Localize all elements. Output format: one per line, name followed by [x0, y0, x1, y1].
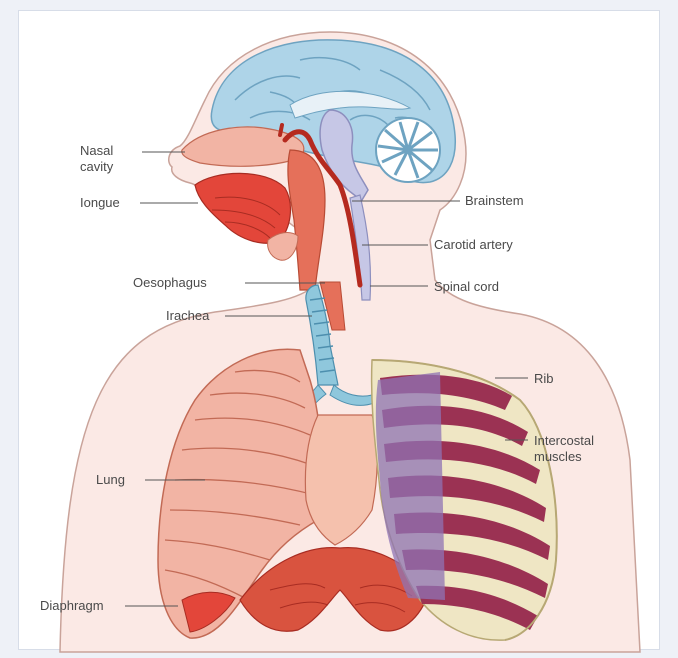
label-oesophagus: Oesophagus — [133, 275, 207, 291]
label-carotid-artery: Carotid artery — [434, 237, 513, 253]
label-nasal-cavity: Nasal cavity — [80, 143, 113, 175]
label-tongue: Iongue — [80, 195, 120, 211]
label-rib: Rib — [534, 371, 554, 387]
label-brainstem: Brainstem — [465, 193, 524, 209]
label-lung: Lung — [96, 472, 125, 488]
head-airways — [182, 127, 325, 290]
label-spinal-cord: Spinal cord — [434, 279, 499, 295]
label-intercostal-muscles: Intercostal muscles — [534, 433, 594, 465]
label-trachea: Irachea — [166, 308, 209, 324]
cerebellum — [376, 118, 440, 182]
label-diaphragm: Diaphragm — [40, 598, 104, 614]
tongue — [195, 173, 290, 243]
